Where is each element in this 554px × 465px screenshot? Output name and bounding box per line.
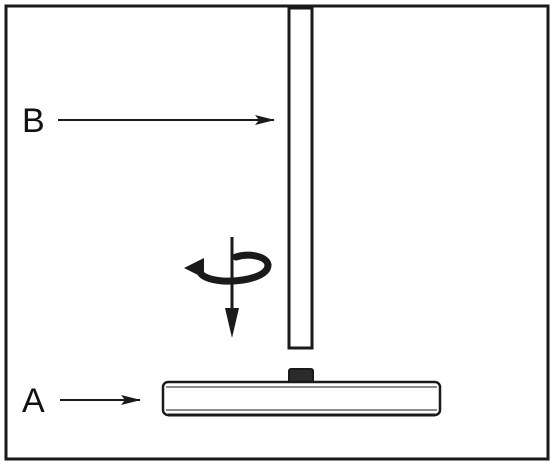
diagram-frame [4, 4, 550, 461]
down-arrow-icon [225, 237, 239, 338]
label-b: B [22, 102, 45, 140]
rotate-clockwise-arrow-icon [184, 251, 272, 285]
label-a: A [22, 382, 45, 420]
pole [287, 6, 314, 350]
base [161, 368, 442, 417]
